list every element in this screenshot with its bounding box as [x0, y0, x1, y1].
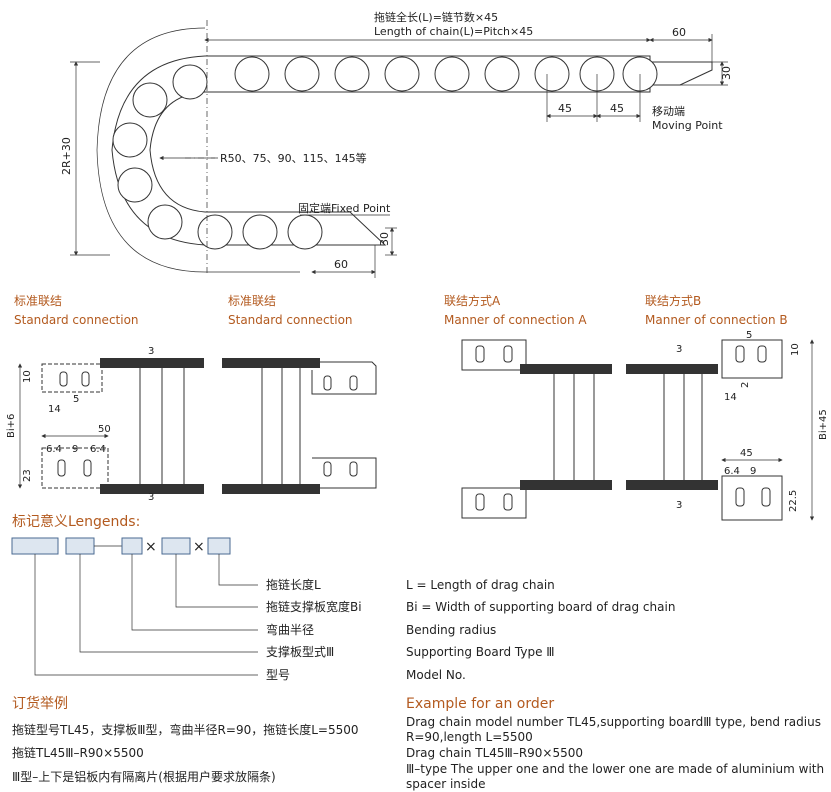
legend-en-1: Bi = Width of supporting board of drag c…	[406, 600, 675, 614]
svg-text:22.5: 22.5	[788, 490, 799, 512]
moving-point-en: Moving Point	[652, 119, 723, 132]
legend-en-0: L = Length of drag chain	[406, 578, 555, 592]
svg-text:6.4: 6.4	[724, 466, 740, 477]
order-cn-line1: 拖链型号TL45，支撑板Ⅲ型，弯曲半径R=90，拖链长度L=5500	[12, 722, 359, 737]
legend-diagram: × ×	[11, 537, 258, 676]
order-en-line2: R=90,length L=5500	[406, 730, 533, 744]
svg-text:6.4: 6.4	[46, 444, 62, 455]
svg-text:9: 9	[750, 466, 756, 477]
svg-text:9: 9	[72, 444, 78, 455]
legend-cn-3: 支撑板型式Ⅲ	[266, 644, 334, 659]
svg-text:2: 2	[740, 382, 751, 388]
standard-connection-1: Bi+6 10 14 5 50 6.4 9 6.4 23 3 3	[6, 346, 204, 503]
svg-text:5: 5	[746, 330, 752, 341]
dim-30-fixed: 30	[378, 232, 391, 246]
legend-cn-2: 弯曲半径	[266, 622, 314, 637]
svg-text:10: 10	[22, 370, 33, 383]
bend-inner	[149, 91, 206, 213]
section-3-cn: 联结方式A	[444, 293, 501, 308]
section-2-cn: 标准联结	[228, 294, 276, 308]
dim-45-a: 45	[558, 102, 572, 115]
svg-text:3: 3	[676, 344, 682, 355]
envelope-arc	[96, 27, 300, 273]
order-cn-line3: Ⅲ型–上下是铝板内有隔离片(根据用户要求放隔条)	[12, 769, 276, 784]
legend-cn-0: 拖链长度L	[266, 577, 321, 592]
top-chain-diagram: R50、75、90、115、145等 拖链全长(L)=链节数×45 Length…	[60, 10, 733, 278]
order-en-line5: spacer inside	[406, 777, 485, 791]
svg-text:6.4: 6.4	[90, 444, 106, 455]
total-length-en: Length of chain(L)=Pitch×45	[374, 25, 533, 38]
svg-text:×: ×	[145, 539, 157, 555]
moving-end-plate	[650, 61, 713, 86]
order-en-line1: Drag chain model number TL45,supporting …	[406, 715, 821, 729]
svg-text:Bi+45: Bi+45	[818, 409, 829, 440]
height-label: 2R+30	[60, 137, 73, 175]
connection-b: Bi+45 3 5 10 2 14 45 6.4 9 22.5 3	[626, 330, 829, 521]
svg-text:3: 3	[676, 500, 682, 511]
section-2-en: Standard connection	[228, 313, 353, 327]
svg-text:10: 10	[790, 343, 801, 356]
standard-connection-2	[222, 358, 377, 494]
fixed-point-label: 固定端Fixed Point	[298, 201, 391, 215]
total-length-cn: 拖链全长(L)=链节数×45	[374, 10, 498, 24]
connection-a	[461, 339, 612, 519]
section-3-en: Manner of connection A	[444, 313, 587, 327]
svg-text:50: 50	[98, 424, 111, 435]
dim-45-b: 45	[610, 102, 624, 115]
legend-cn-1: 拖链支撑板宽度Bi	[266, 599, 362, 614]
radius-label: R50、75、90、115、145等	[220, 151, 367, 165]
section-4-en: Manner of connection B	[645, 313, 788, 327]
svg-text:×: ×	[193, 539, 205, 555]
svg-text:14: 14	[48, 404, 61, 415]
legend-en-2: Bending radius	[406, 623, 496, 637]
order-cn-line2: 拖链TL45Ⅲ–R90×5500	[12, 745, 144, 760]
svg-text:5: 5	[73, 394, 79, 405]
legend-en-4: Model No.	[406, 668, 466, 682]
dim-60-top: 60	[672, 26, 686, 39]
order-en-line4: Ⅲ–type The upper one and the lower one a…	[406, 762, 824, 776]
svg-text:23: 23	[22, 469, 33, 482]
moving-point-cn: 移动端	[652, 105, 685, 118]
svg-text:14: 14	[724, 392, 737, 403]
svg-text:3: 3	[148, 346, 154, 357]
svg-text:3: 3	[148, 492, 154, 503]
section-1-en: Standard connection	[14, 313, 139, 327]
order-en-line3: Drag chain TL45Ⅲ–R90×5500	[406, 746, 583, 760]
legend-cn-4: 型号	[266, 668, 290, 682]
dim-30-right: 30	[720, 66, 733, 80]
order-en-title: Example for an order	[406, 696, 554, 712]
svg-text:45: 45	[740, 448, 753, 459]
dim-60-bottom: 60	[334, 258, 348, 271]
legend-title: 标记意义Lengends:	[12, 513, 140, 530]
dim-bi6: Bi+6	[6, 414, 17, 438]
section-1-cn: 标准联结	[14, 294, 62, 308]
order-cn-title: 订货举例	[12, 695, 68, 712]
legend-en-3: Supporting Board Type Ⅲ	[406, 645, 555, 659]
section-4-cn: 联结方式B	[645, 293, 701, 308]
upper-links	[112, 56, 658, 250]
